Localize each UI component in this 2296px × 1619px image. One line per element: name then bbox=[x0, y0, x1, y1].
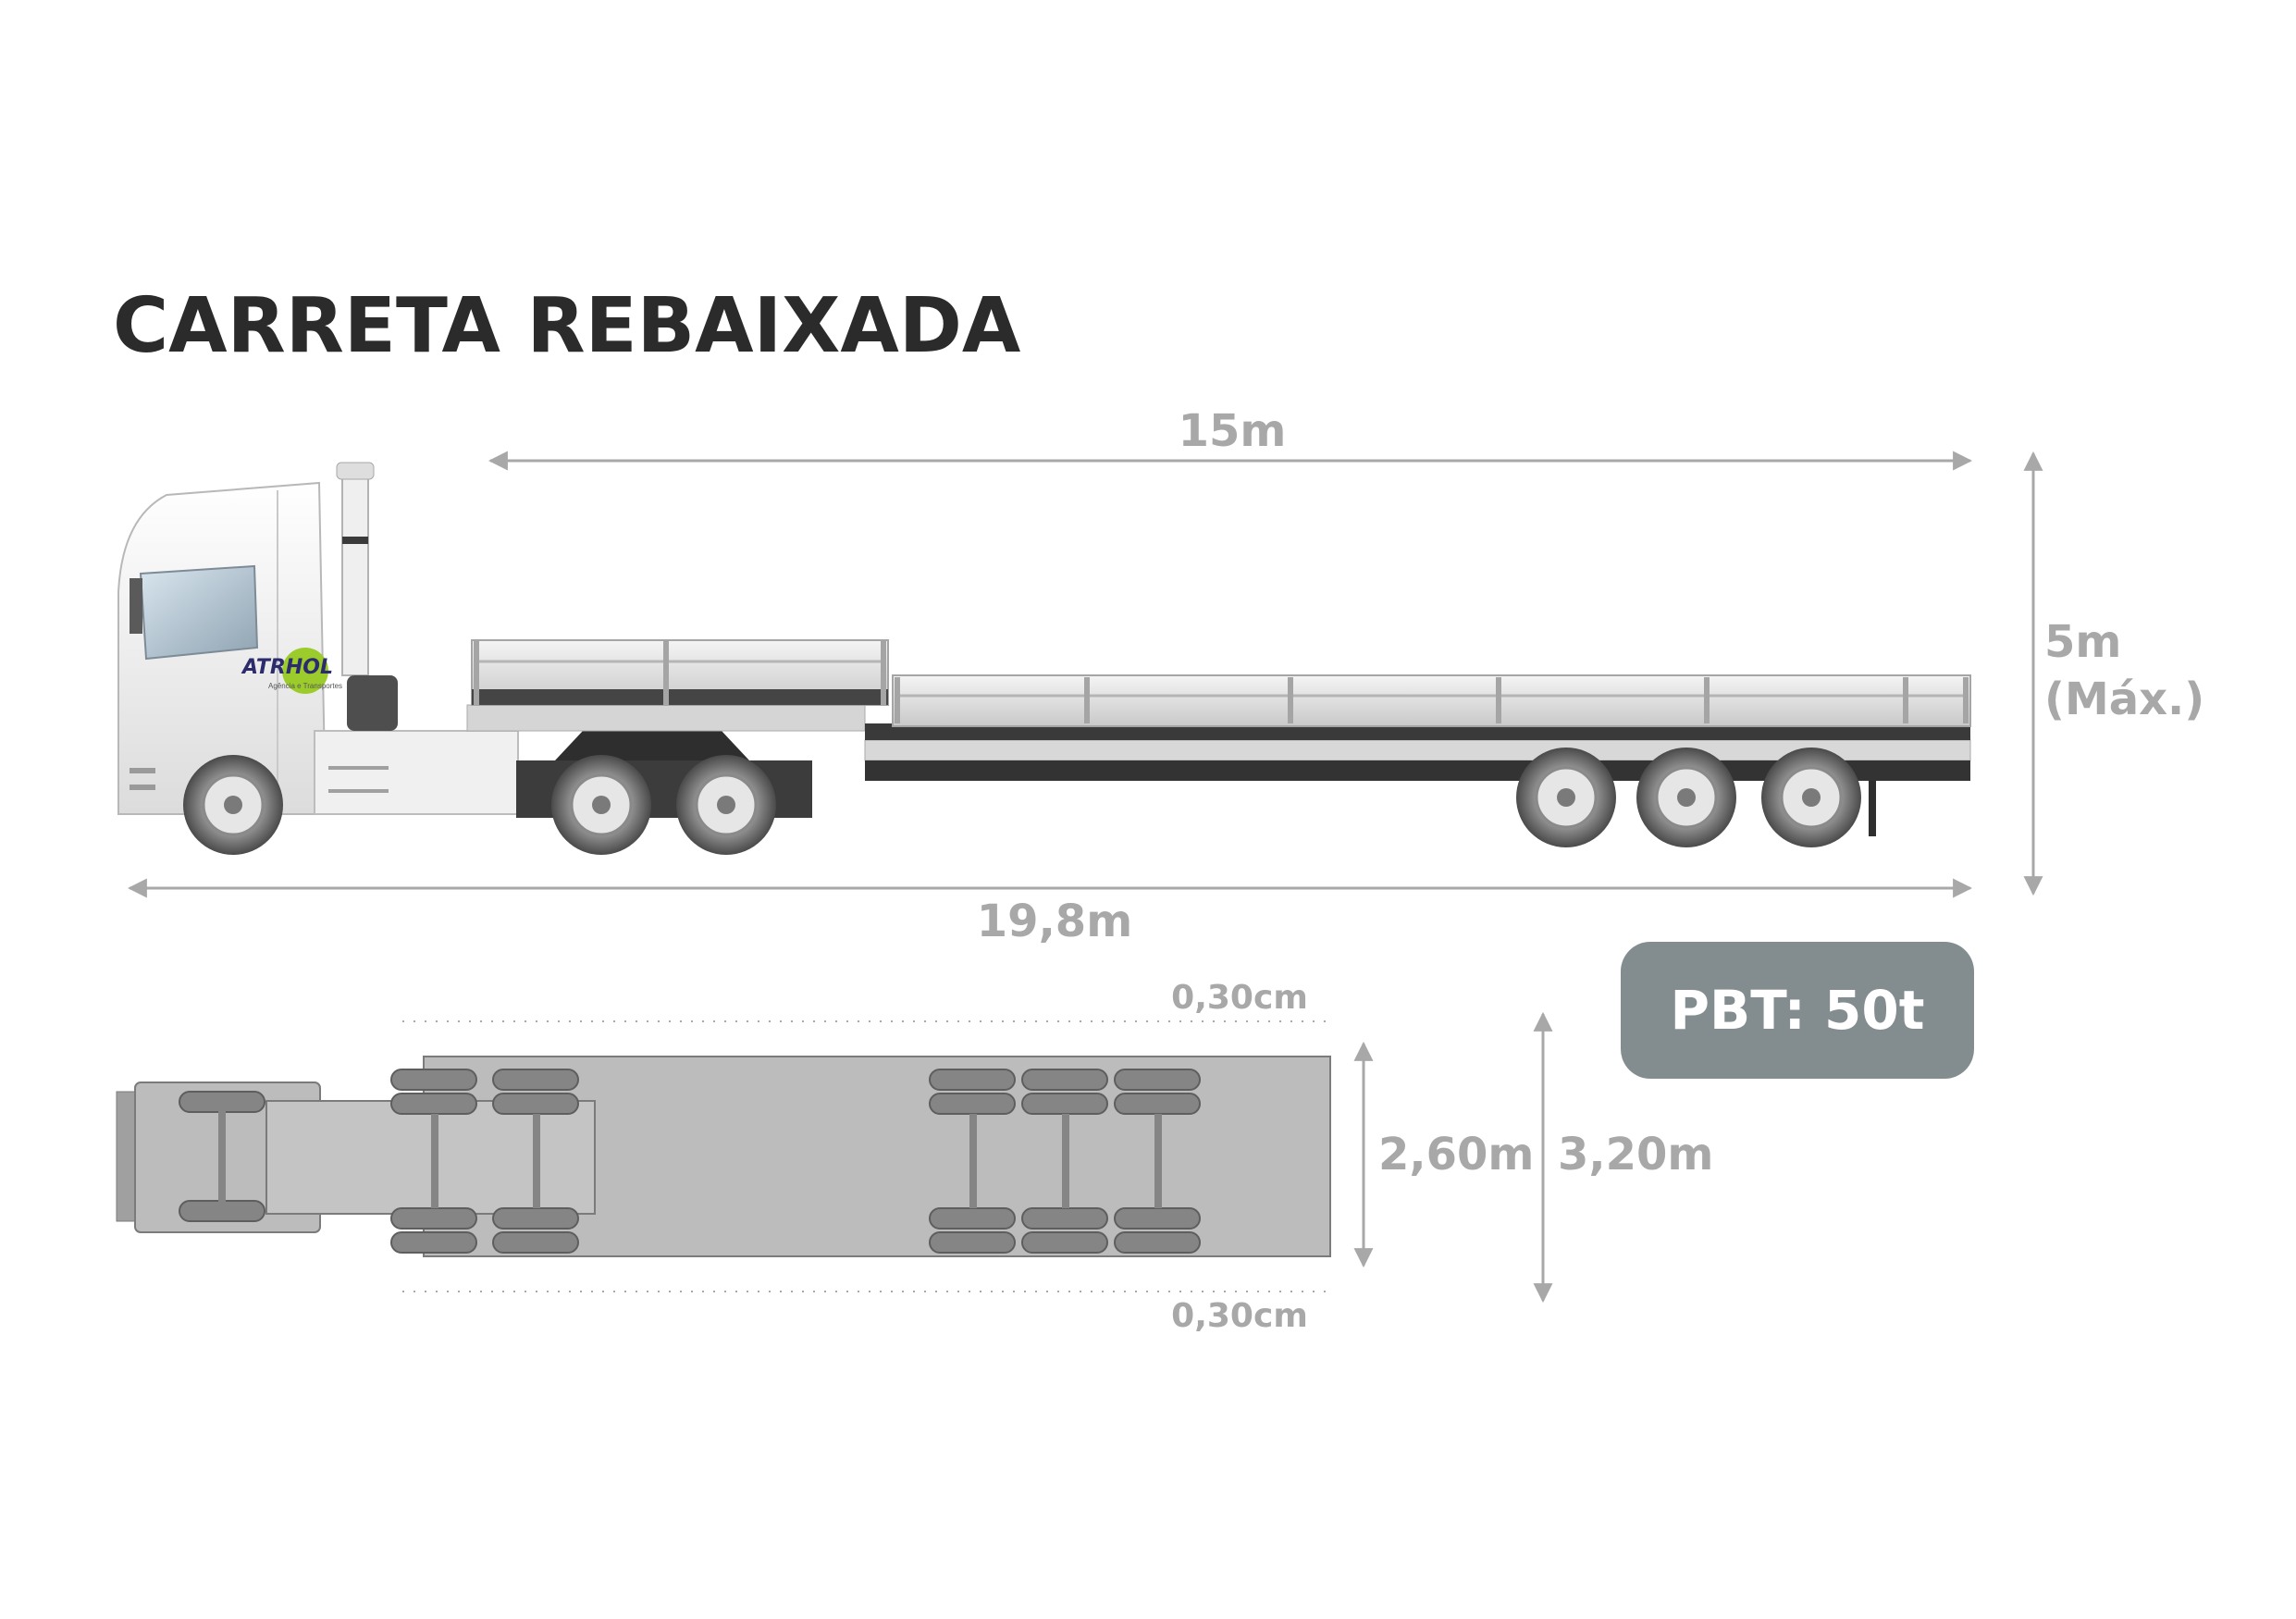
atrhol-logo: ATRHOL Agência e Transportes bbox=[241, 648, 342, 694]
pbt-badge bbox=[1621, 942, 1974, 1079]
vehicle-width-label: 2,60m bbox=[1378, 1129, 1534, 1180]
trailer-gooseneck bbox=[466, 704, 866, 732]
margin-bottom-label: 0,30cm bbox=[1171, 1297, 1308, 1335]
wheel bbox=[551, 755, 651, 855]
wheel bbox=[183, 755, 283, 855]
tractor-top bbox=[265, 1100, 596, 1215]
height-label: 5m bbox=[2044, 616, 2121, 668]
truck-top-view bbox=[116, 1020, 1332, 1292]
fuel-tank bbox=[314, 730, 519, 815]
load-length-label: 15m bbox=[1179, 405, 1287, 457]
svg-text:ATRHOL: ATRHOL bbox=[241, 656, 333, 679]
rack-rear bbox=[892, 674, 1971, 727]
truck-side-view: ATRHOL Agência e Transportes bbox=[117, 462, 1971, 855]
wheel bbox=[1636, 748, 1736, 847]
pbt-label: PBT: 50t bbox=[1671, 979, 1925, 1042]
mirror bbox=[130, 578, 142, 634]
wheel bbox=[676, 755, 776, 855]
margin-top-label: 0,30cm bbox=[1171, 979, 1308, 1017]
wheel bbox=[1516, 748, 1616, 847]
page-title: CARRETA REBAIXADA bbox=[113, 282, 1021, 370]
total-width-label: 3,20m bbox=[1558, 1129, 1713, 1180]
height-note: (Máx.) bbox=[2044, 674, 2204, 725]
wheel bbox=[1761, 748, 1861, 847]
windshield bbox=[139, 564, 259, 661]
svg-text:Agência e Transportes: Agência e Transportes bbox=[268, 682, 342, 690]
exhaust-stack bbox=[341, 471, 369, 676]
total-length-label: 19,8m bbox=[977, 896, 1132, 947]
